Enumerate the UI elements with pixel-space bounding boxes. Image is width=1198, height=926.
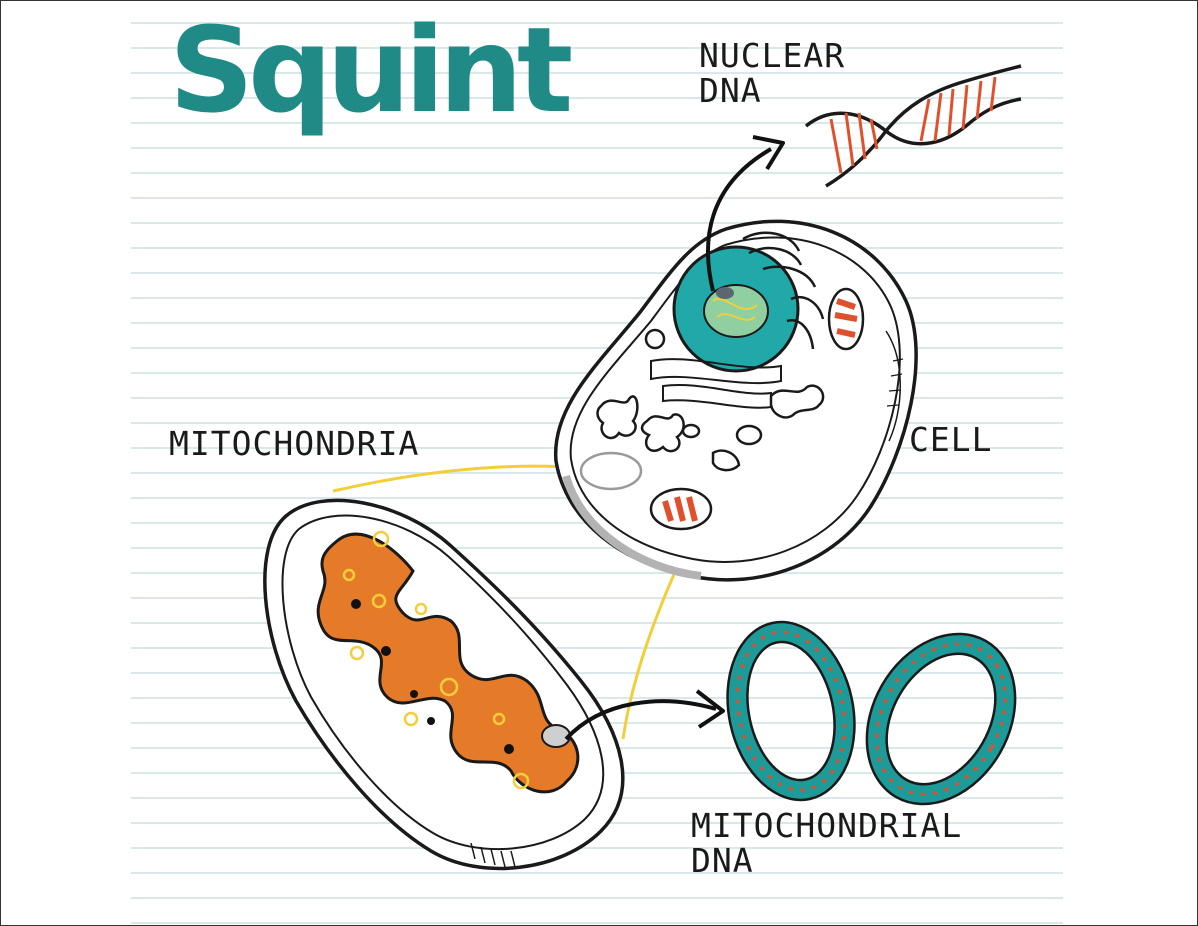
label-nuclear-dna-line-2: DNA bbox=[699, 70, 762, 110]
label-mitochondria: MITOCHONDRIA bbox=[169, 424, 420, 463]
nuclear-dna-arrow bbox=[706, 135, 785, 292]
squint-logo: Squint bbox=[169, 1, 573, 139]
mitochondrial-dna-arrow bbox=[564, 689, 725, 741]
label-nuclear-dna-line-1: NUCLEAR bbox=[699, 36, 846, 75]
cell-body bbox=[553, 219, 918, 582]
cell-organelles bbox=[579, 231, 825, 491]
label-mitochondrial-dna: MITOCHONDRIAL DNA bbox=[691, 806, 963, 880]
mitochondria-enlarged bbox=[263, 498, 625, 871]
cell-mitochondria-shapes bbox=[649, 287, 865, 531]
label-nuclear-dna: NUCLEAR DNA bbox=[699, 36, 846, 110]
mitochondrial-dna-rings bbox=[726, 620, 1017, 806]
label-mitochondrial-dna-line-1: MITOCHONDRIAL bbox=[691, 806, 963, 845]
label-cell: CELL bbox=[909, 420, 993, 459]
label-mitochondrial-dna-line-2: DNA bbox=[691, 840, 754, 880]
cell-nucleus bbox=[672, 245, 800, 373]
nuclear-dna-helix bbox=[804, 64, 1022, 188]
